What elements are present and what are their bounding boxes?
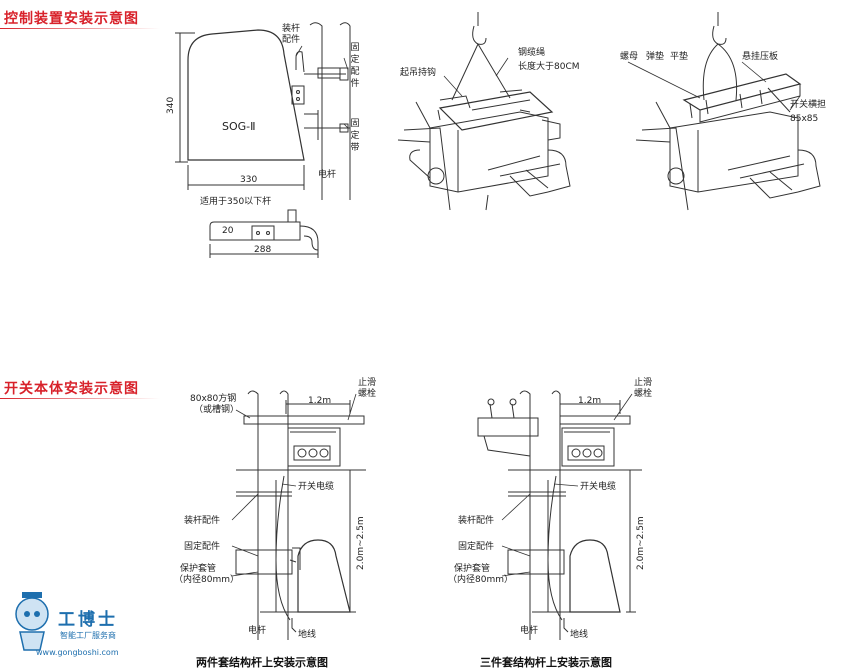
control-fixed-fitting-label: 固定配件	[350, 43, 360, 89]
three-fixed-fitting-label: 固定配件	[458, 542, 495, 552]
logo-slogan: 智能工厂服务商	[60, 631, 116, 640]
two-cable-label: 开关电缆	[298, 482, 335, 492]
three-rod-fitting-label: 装杆配件	[458, 516, 495, 526]
three-cable-label: 开关电缆	[580, 482, 617, 492]
two-distance-dim: 1.2m	[308, 396, 332, 406]
switch-lifting-drawing	[397, 12, 571, 211]
two-steel-label: 80x80方钢	[190, 394, 237, 404]
two-fixed-fitting-label: 固定配件	[184, 542, 221, 552]
control-height-dim: 340	[166, 96, 176, 114]
two-piece-caption: 两件套结构杆上安装示意图	[196, 656, 328, 669]
switch-section-title: 开关本体安装示意图	[4, 381, 139, 397]
two-piece-drawing	[235, 390, 366, 640]
lifting-hook-label: 起吊持钩	[400, 68, 437, 78]
lifting-rope-label: 钢缆绳	[518, 48, 546, 58]
logo-url[interactable]: www.gongboshi.com	[36, 648, 119, 657]
two-pole-label: 电杆	[248, 626, 267, 636]
two-rod-fitting-label: 装杆配件	[184, 516, 221, 526]
three-piece-caption: 三件套结构杆上安装示意图	[480, 656, 612, 669]
three-piece-drawing	[477, 390, 642, 640]
three-anti-slip-label: 止滑螺栓	[634, 378, 653, 399]
control-rod-fitting-label: 装杆配件	[282, 24, 301, 45]
two-ground-label: 地线	[298, 630, 317, 640]
three-ground-label: 地线	[570, 630, 589, 640]
control-cabinet-drawing	[175, 22, 351, 258]
switch-section-rule	[0, 398, 160, 399]
three-distance-dim: 1.2m	[578, 396, 602, 406]
three-sleeve-label: 保护套管	[454, 564, 491, 574]
switch-crossarm-drawing	[635, 12, 821, 211]
control-section-rule	[0, 28, 160, 29]
control-suitable-note: 适用于350以下杆	[200, 197, 272, 207]
mount-crossarm-size-label: 85x85	[790, 114, 819, 124]
three-height-dim: 2.0m~2.5m	[636, 516, 646, 570]
control-pole-label: 电杆	[318, 170, 337, 180]
two-height-dim: 2.0m~2.5m	[356, 516, 366, 570]
mount-plate-label: 悬挂压板	[742, 52, 779, 62]
mount-spring-washer-label: 弹垫	[646, 52, 665, 62]
logo-name: 工博士	[58, 610, 118, 630]
two-sleeve-label: 保护套管	[180, 564, 217, 574]
leader-lines	[231, 45, 801, 577]
lifting-rope-length-label: 长度大于80CM	[518, 62, 580, 72]
two-sleeve-dia-label: （内径80mm）	[174, 575, 239, 585]
control-bracket-width-dim: 288	[254, 245, 272, 255]
two-steel-alt-label: （或槽钢）	[194, 405, 240, 415]
mount-crossarm-label: 开关横担	[790, 100, 827, 110]
three-pole-label: 电杆	[520, 626, 539, 636]
control-width-dim: 330	[240, 175, 258, 185]
mount-nut-label: 螺母	[620, 52, 639, 62]
control-bracket-dim: 20	[222, 226, 234, 236]
control-section-title: 控制装置安装示意图	[4, 11, 139, 27]
control-model-label: SOG-Ⅱ	[222, 120, 256, 133]
logo-mascot	[15, 592, 49, 651]
mount-flat-washer-label: 平垫	[670, 52, 689, 62]
control-fixed-band-label: 固定带	[350, 119, 360, 153]
two-anti-slip-label: 止滑螺栓	[358, 378, 377, 399]
three-sleeve-dia-label: （内径80mm）	[448, 575, 513, 585]
